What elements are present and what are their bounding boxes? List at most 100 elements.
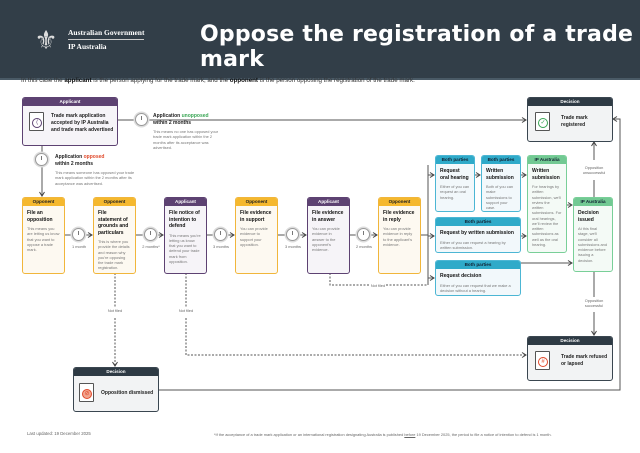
box-title: File evidence in answer bbox=[312, 210, 344, 223]
role-label: Both parties bbox=[436, 261, 520, 269]
intro-p3: is the person opposing the registration … bbox=[257, 77, 415, 84]
step-box: Applicant File evidence in answer You ca… bbox=[307, 197, 350, 274]
coat-of-arms-icon: ⚜ bbox=[34, 25, 58, 55]
clock-icon bbox=[357, 228, 370, 241]
box-desc: This means you're letting us know that y… bbox=[169, 232, 201, 264]
start-text: Trade mark application accepted by IP Au… bbox=[51, 113, 114, 133]
role-label: Both parties bbox=[436, 218, 520, 226]
dismissed-text: Opposition dismissed bbox=[101, 390, 154, 396]
box-desc: Either of you can request an oral hearin… bbox=[440, 184, 470, 200]
role-label: Applicant bbox=[308, 198, 349, 206]
period-label: 2 months bbox=[355, 244, 372, 249]
role-label: Applicant bbox=[23, 98, 117, 106]
step-box: Opponent File statement of grounds and p… bbox=[93, 197, 136, 274]
step-box: Opponent File evidence in support You ca… bbox=[235, 197, 278, 274]
opposition-successful-label: Opposition successful bbox=[584, 298, 604, 308]
box-title: Request decision bbox=[440, 273, 482, 279]
document-cancel-icon: ⊘ bbox=[79, 383, 94, 402]
gov-line2: IP Australia bbox=[68, 42, 107, 51]
box-desc: Both of you can make submissions to supp… bbox=[486, 184, 514, 211]
role-label: Opponent bbox=[379, 198, 420, 206]
clock-icon bbox=[72, 228, 85, 241]
clock-icon bbox=[135, 113, 148, 126]
intro-p1: In this case the bbox=[21, 77, 65, 84]
unopposed-desc: This means no one has opposed your trade… bbox=[153, 129, 219, 150]
opposition-unsuccessful-label: Opposition unsuccessful bbox=[582, 165, 606, 175]
not-filed-label: Not filed bbox=[370, 283, 386, 288]
role-label: IP Australia bbox=[574, 198, 612, 206]
box-title: Written submission bbox=[532, 168, 560, 181]
opposed-pre: Application bbox=[55, 154, 84, 160]
box-title: Request oral hearing bbox=[440, 168, 469, 181]
step-box: Applicant File notice of intention to de… bbox=[164, 197, 207, 274]
document-share-icon: ⟨ bbox=[29, 112, 44, 131]
box-title: Written submission bbox=[486, 168, 514, 181]
start-box: Applicant ⟨ Trade mark application accep… bbox=[22, 97, 118, 146]
box-desc: This means you are letting us know that … bbox=[27, 226, 60, 253]
intro-text: In this case the applicant is the person… bbox=[21, 77, 415, 84]
role-label: Both parties bbox=[482, 156, 520, 164]
intro-opponent: opponent bbox=[229, 77, 258, 84]
box-title: File evidence in support bbox=[240, 210, 272, 223]
period-label: 3 months bbox=[284, 244, 301, 249]
clock-icon bbox=[35, 153, 48, 166]
box-desc: You can provide evidence in answer to th… bbox=[312, 226, 340, 253]
opposed-post: within 2 months bbox=[55, 160, 94, 167]
not-filed-label: Not filed bbox=[178, 308, 194, 313]
registered-text: Trade mark registered bbox=[561, 115, 588, 128]
box-desc: Either of you can request that we make a… bbox=[440, 282, 511, 293]
opposed-word: opposed bbox=[83, 154, 105, 160]
dismissed-box: Decision ⊘ Opposition dismissed bbox=[73, 367, 159, 412]
step-box: Opponent File an opposition This means y… bbox=[22, 197, 65, 274]
page-title: Oppose the registration of a trade mark bbox=[200, 22, 634, 72]
not-filed-label: Not filed bbox=[107, 308, 123, 313]
unopposed-post: within 2 months bbox=[153, 119, 192, 126]
intro-p2: is the person applying for the trade mar… bbox=[91, 77, 230, 84]
role-label: Decision bbox=[528, 98, 612, 106]
footnote-underlined: before bbox=[404, 432, 416, 437]
registered-box: Decision ✓ Trade mark registered bbox=[527, 97, 613, 142]
period-label: 1 month bbox=[71, 244, 87, 249]
role-label: IP Australia bbox=[528, 156, 566, 164]
box-title: File an opposition bbox=[27, 210, 53, 223]
document-cross-icon: # bbox=[535, 351, 550, 370]
document-check-icon: ✓ bbox=[535, 112, 550, 131]
footnote: *If the acceptance of a trade mark appli… bbox=[214, 432, 552, 437]
last-updated: Last updated: 19 December 2025 bbox=[27, 431, 91, 436]
role-label: Decision bbox=[528, 337, 612, 345]
unopposed-pre: Application bbox=[153, 113, 182, 119]
box-title: File statement of grounds and particular… bbox=[98, 210, 129, 236]
unopposed-word: unopposed bbox=[181, 113, 209, 119]
gov-line1: Australian Government bbox=[68, 28, 145, 40]
box-desc: This is where you provide the details an… bbox=[98, 239, 130, 271]
box-desc: At this final stage, we'll consider all … bbox=[578, 226, 607, 263]
period-label: 2 months* bbox=[142, 244, 160, 249]
header: ⚜ Australian Government IP Australia Oppo… bbox=[0, 0, 640, 80]
box-desc: Either of you can request a hearing by w… bbox=[440, 239, 506, 250]
footnote-pre: *If the acceptance of a trade mark appli… bbox=[214, 432, 405, 437]
box-title: File notice of intention to defend bbox=[169, 210, 200, 229]
box-desc: You can provide evidence to support your… bbox=[240, 226, 268, 247]
role-label: Decision bbox=[74, 368, 158, 376]
role-label: Applicant bbox=[165, 198, 206, 206]
step-box: Opponent File evidence in reply You can … bbox=[378, 197, 421, 274]
role-label: Opponent bbox=[23, 198, 64, 206]
clock-icon bbox=[286, 228, 299, 241]
gov-logo: Australian Government IP Australia bbox=[68, 28, 145, 51]
box-title: Decision issued bbox=[578, 210, 599, 223]
footnote-post: 19 December 2025, the period to file a n… bbox=[415, 432, 552, 437]
intro-applicant: applicant bbox=[64, 77, 92, 84]
period-label: 3 months bbox=[212, 244, 229, 249]
box-desc: For hearings by written submission, we'l… bbox=[532, 184, 562, 247]
clock-icon bbox=[144, 228, 157, 241]
box-desc: You can provide evidence in reply to the… bbox=[383, 226, 413, 247]
